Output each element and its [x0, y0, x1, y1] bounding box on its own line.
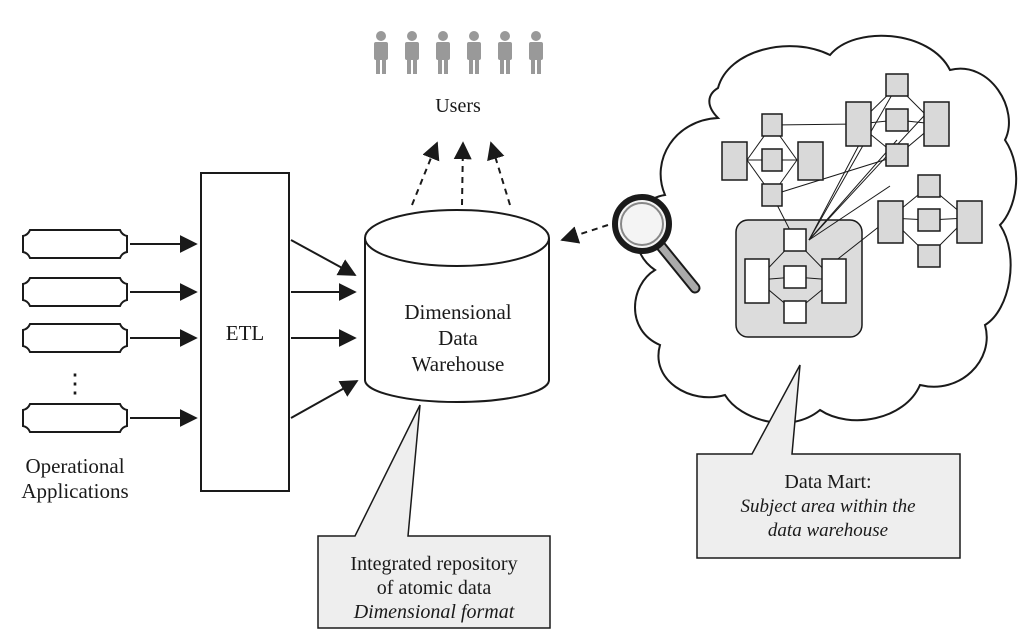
warehouse-label-line3: Warehouse [412, 352, 505, 376]
person-icon [405, 31, 419, 74]
sources-label-line2: Applications [21, 479, 128, 503]
data-mart-callout-line2: Subject area within the [740, 496, 915, 517]
source-scroll [22, 403, 128, 433]
warehouse-label-line2: Data [438, 326, 478, 350]
person-icon [436, 31, 450, 74]
source-scroll [22, 277, 128, 307]
repository-callout-line3: Dimensional format [353, 601, 515, 623]
highlighted-mart-boxes [744, 228, 847, 324]
mart-boxes [721, 73, 983, 268]
data-mart-callout-line1: Data Mart: [784, 471, 871, 493]
person-icon [498, 31, 512, 74]
source-scroll [22, 323, 128, 353]
analysis-arrow [560, 224, 609, 244]
data-mart-callout-line3: data warehouse [768, 520, 888, 541]
person-icon [467, 31, 481, 74]
sources-label-line1: Operational [25, 454, 124, 478]
etl-to-warehouse-arrows [290, 239, 359, 419]
warehouse-cylinder [364, 209, 550, 403]
users-label: Users [435, 95, 481, 117]
sources-to-etl-arrows [130, 235, 198, 427]
users-group: Users [374, 31, 543, 117]
repository-callout-line2: of atomic data [377, 577, 492, 599]
source-scroll [22, 229, 128, 259]
etl-label: ETL [226, 321, 264, 345]
etl-box [200, 172, 290, 492]
warehouse-label-line1: Dimensional [404, 300, 511, 324]
sources-ellipsis: ⋮ [62, 369, 88, 398]
warehouse-to-users-arrows [411, 141, 511, 206]
repository-callout-line1: Integrated repository [350, 553, 517, 575]
data-mart-callout [696, 364, 961, 559]
person-icon [529, 31, 543, 74]
repository-callout [317, 404, 551, 629]
magnifier-icon [612, 194, 701, 294]
person-icon [374, 31, 388, 74]
operational-sources [22, 229, 128, 433]
